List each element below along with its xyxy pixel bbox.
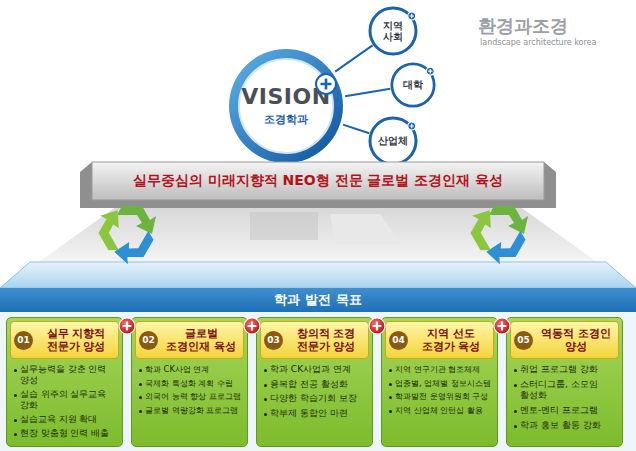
goal-box: 지역 연구기관 협조체제업종별, 업체별 정보시스템학과발전 운영위원회 구성지… xyxy=(381,317,498,447)
plus-icon xyxy=(426,67,434,75)
goal-item: 스터디그룹, 소모임 활성화 xyxy=(513,379,617,402)
partner-name: 산업체 xyxy=(376,135,410,147)
goal-item: 멘토-멘티 프로그램 xyxy=(513,405,617,417)
recycle-icon xyxy=(91,206,156,269)
plus-icon xyxy=(316,74,336,94)
goal-item: 학과발전 운영위원회 구성 xyxy=(388,391,492,402)
vision-statement: 실무중심의 미래지향적 NEO형 전문 글로벌 조경인재 육성 xyxy=(123,172,513,190)
band-top xyxy=(0,262,636,288)
department-name: 조경학과 xyxy=(264,112,308,127)
partner-circle: 산업체 xyxy=(368,116,418,166)
goal-item: 실무능력을 갖춘 인력 양성 xyxy=(13,364,117,386)
link-line xyxy=(345,89,390,96)
goal-number: 02 xyxy=(139,331,158,350)
goal-band: 학과 발전 목표 xyxy=(0,288,636,312)
goal-item: 지역 연구기관 협조체제 xyxy=(388,364,492,375)
partner-circle: 대학 xyxy=(390,62,436,108)
link-line xyxy=(335,45,372,71)
goal-header: 02글로벌 조경인재 육성 xyxy=(135,321,244,359)
goal-title: 지역 선도 조경가 육성 xyxy=(412,327,490,353)
goal-item: 현장 맞춤형 인력 배출 xyxy=(13,428,117,439)
goal-item: 학과 홍보 활동 강화 xyxy=(513,420,617,432)
goal-title: 글로벌 조경인재 육성 xyxy=(162,327,240,353)
watermark: 환경과조경 xyxy=(478,14,568,38)
goal-number: 03 xyxy=(264,331,283,350)
vision-circle: VISION 조경학과 xyxy=(226,46,346,166)
goal-box: 학과 CK사업 연계국제화 특성화 계획 수립외국어 능력 향상 프로그램글로벌… xyxy=(131,317,248,447)
goal-header: 04지역 선도 조경가 육성 xyxy=(385,321,494,359)
partner-circle: 지역 사회 xyxy=(368,6,418,56)
plus-icon xyxy=(408,12,416,20)
watermark: landscape architecture korea xyxy=(480,38,596,47)
goal-title: 역동적 조경인 양성 xyxy=(537,327,615,353)
goal-number: 05 xyxy=(514,331,533,350)
goal-header: 03창의적 조경 전문가 양성 xyxy=(260,321,369,359)
partner-name: 대학 xyxy=(396,79,430,91)
partner-name: 지역 사회 xyxy=(376,20,410,43)
goal-item: 지역 산업체 인턴십 활용 xyxy=(388,405,492,416)
goal-item: 실습교육 지원 확대 xyxy=(13,414,117,425)
goal-item: 글로벌 역량강화 프로그램 xyxy=(138,405,242,416)
plus-icon xyxy=(408,122,416,130)
goal-item: 국제화 특성화 계획 수립 xyxy=(138,378,242,389)
vision-title: VISION xyxy=(241,85,330,109)
goal-item: 학과 CK사업 연계 xyxy=(138,364,242,375)
goal-item: 외국어 능력 향상 프로그램 xyxy=(138,391,242,402)
goal-box: 실무능력을 갖춘 인력 양성실습 위주의 실무교육 강화실습교육 지원 확대현장… xyxy=(6,317,123,447)
goal-box: 취업 프로그램 강화스터디그룹, 소모임 활성화멘토-멘티 프로그램학과 홍보 … xyxy=(506,317,623,447)
goal-title: 창의적 조경 전문가 양성 xyxy=(287,327,365,353)
banner-bevel xyxy=(80,162,556,208)
plus-icon xyxy=(119,318,135,334)
plus-icon xyxy=(494,318,510,334)
goal-item: 학과 CK사업과 연계 xyxy=(263,364,367,376)
plus-icon xyxy=(244,318,260,334)
plus-icon xyxy=(369,318,385,334)
funnel-shade xyxy=(330,214,400,244)
goal-item: 실습 위주의 실무교육 강화 xyxy=(13,389,117,411)
goal-item: 취업 프로그램 강화 xyxy=(513,364,617,376)
funnel-shade xyxy=(250,212,318,240)
goal-header: 05역동적 조경인 양성 xyxy=(510,321,619,359)
goal-box: 학과 CK사업과 연계융복합 전공 활성화다양한 학습기회 보장학부제 통합안 … xyxy=(256,317,373,447)
goal-item: 업종별, 업체별 정보시스템 xyxy=(388,378,492,389)
box-ground xyxy=(0,312,636,451)
recycle-icon xyxy=(463,206,528,269)
vision-banner: 실무중심의 미래지향적 NEO형 전문 글로벌 조경인재 육성 xyxy=(92,162,544,200)
goal-number: 04 xyxy=(389,331,408,350)
goal-header: 01실무 지향적 전문가 양성 xyxy=(10,321,119,359)
goal-number: 01 xyxy=(14,331,33,350)
band-title: 학과 발전 목표 xyxy=(274,291,361,309)
goal-item: 학부제 통합안 마련 xyxy=(263,408,367,420)
goal-title: 실무 지향적 전문가 양성 xyxy=(37,327,115,353)
goal-item: 융복합 전공 활성화 xyxy=(263,379,367,391)
link-line xyxy=(343,125,369,134)
goal-item: 다양한 학습기회 보장 xyxy=(263,393,367,405)
